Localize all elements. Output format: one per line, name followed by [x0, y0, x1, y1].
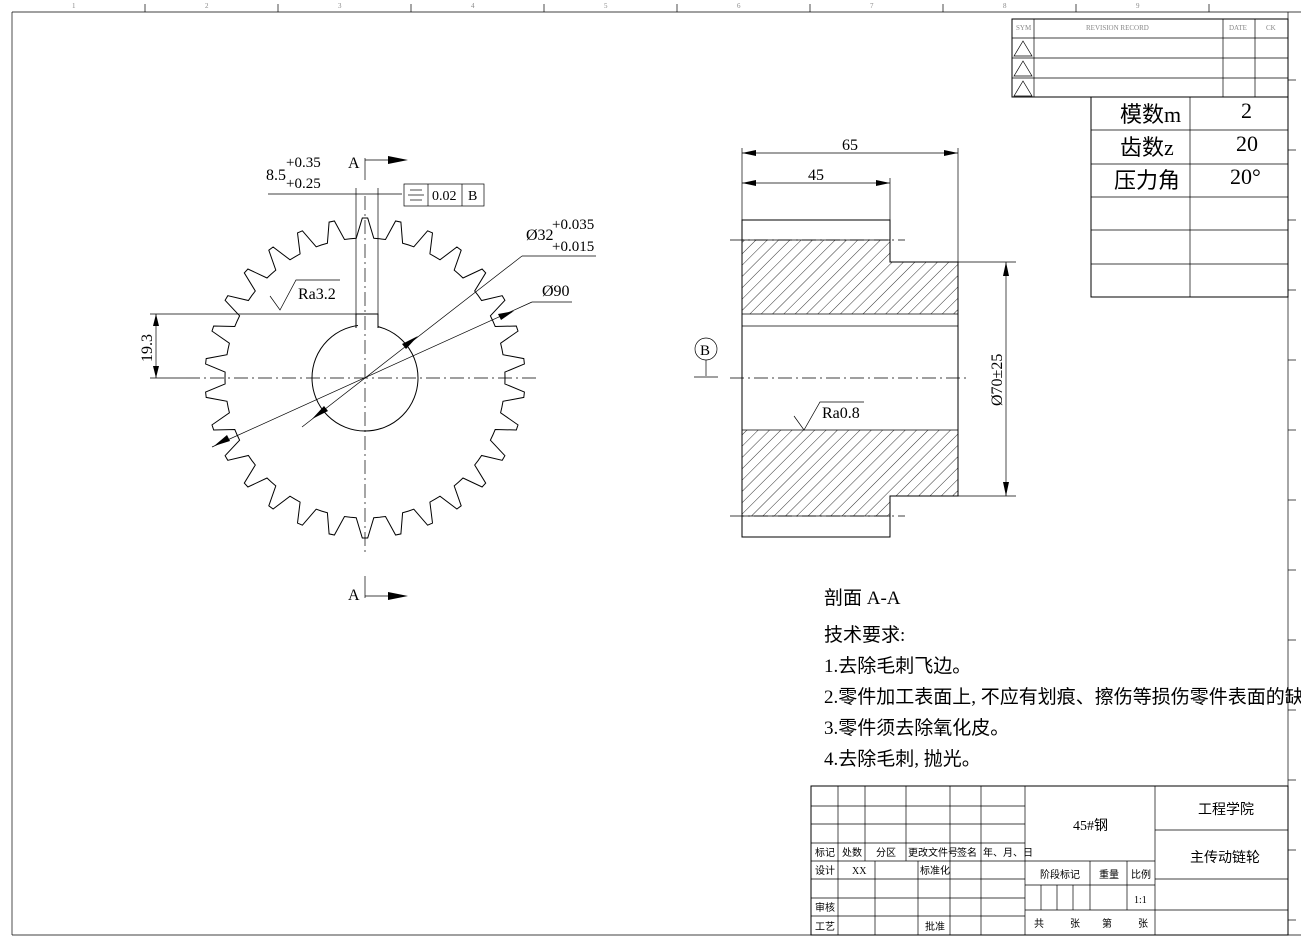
ruler-col-8: 8: [1003, 2, 1007, 10]
param-pressure-angle-value: 20°: [1230, 164, 1261, 189]
col-zone: 分区: [876, 847, 896, 859]
section-aa-label: 剖面 A-A: [824, 587, 901, 609]
note-item-4: 4.去除毛刺, 抛光。: [824, 748, 981, 770]
notes-title: 技术要求:: [824, 624, 905, 646]
roughness-front: Ra3.2: [298, 286, 336, 303]
revision-triangle-icon: [1013, 60, 1033, 77]
section-arrow-bottom-icon: [388, 592, 408, 600]
revision-header-ck: CK: [1266, 24, 1276, 32]
col-sign: 签名: [957, 846, 977, 859]
ruler-col-5: 5: [604, 2, 608, 10]
col-doc: 更改文件号: [908, 846, 958, 859]
hub-dim: Ø70±25: [989, 354, 1006, 406]
row-process: 工艺: [815, 921, 835, 933]
datum-b-label: B: [700, 343, 710, 359]
row-designer: XX: [852, 866, 867, 877]
revision-header-sym: SYM: [1016, 24, 1032, 32]
outer-dim: Ø90: [542, 283, 570, 300]
ruler-col-1: 1: [72, 2, 76, 10]
row-approve: 批准: [925, 920, 945, 933]
row-review: 审核: [815, 901, 835, 914]
symmetry-tol-value: 0.02: [432, 189, 457, 204]
ruler-col-9: 9: [1136, 2, 1140, 10]
keyway-width-dim: 8.5: [266, 167, 286, 184]
param-module-value: 2: [1241, 98, 1252, 123]
ruler-col-7: 7: [870, 2, 874, 10]
section-arrow-top-icon: [388, 156, 408, 164]
scale-label: 比例: [1131, 868, 1151, 881]
param-teeth-label: 齿数z: [1120, 135, 1174, 160]
keyway-width-tol-lower: +0.25: [286, 176, 321, 192]
note-item-1: 1.去除毛刺飞边。: [824, 655, 971, 677]
title-school: 工程学院: [1198, 802, 1254, 818]
revision-record-table: SYM REVISION RECORD DATE CK: [1011, 18, 1289, 98]
bore-tol-upper: +0.035: [552, 217, 594, 233]
revision-triangle-icon: [1013, 80, 1033, 97]
title-material: 45#钢: [1073, 818, 1108, 834]
gear-front-view: A A 8.5 +0.35 +0.25 0.02 B Ø32 +0.035 +0…: [139, 155, 596, 604]
row-standard: 标准化: [920, 864, 950, 877]
scale-value: 1:1: [1134, 895, 1147, 906]
bore-dim: Ø32: [526, 227, 554, 244]
section-label-top: A: [348, 155, 360, 172]
keyway-outline: [355, 313, 379, 328]
param-module-label: 模数m: [1120, 102, 1181, 127]
revision-header-date: DATE: [1229, 24, 1247, 32]
width-total-dim: 65: [842, 137, 858, 154]
keyway-slot: [358, 314, 378, 334]
row-design: 设计: [815, 864, 835, 877]
ruler-col-3: 3: [338, 2, 342, 10]
sheet-unit-2: 张: [1138, 918, 1148, 930]
revision-triangle-icon: [1013, 40, 1033, 57]
keyway-depth-dim: 19.3: [139, 334, 156, 362]
col-mark: 标记: [815, 847, 835, 859]
revision-header-title: REVISION RECORD: [1086, 24, 1149, 32]
roughness-side: Ra0.8: [822, 405, 860, 422]
weight-label: 重量: [1099, 868, 1119, 881]
ruler-col-4: 4: [471, 2, 475, 10]
bore-tol-lower: +0.015: [552, 239, 594, 255]
gear-teeth-outline: [205, 217, 525, 539]
symmetry-icon: [408, 189, 424, 201]
param-pressure-angle-label: 压力角: [1114, 168, 1180, 193]
drawing-frame: 1 2 3 4 5 6 7 8 9: [11, 2, 1301, 936]
gear-parameter-table: 模数m 2 齿数z 20 压力角 20°: [1090, 96, 1289, 298]
col-count: 处数: [842, 846, 862, 859]
param-teeth-value: 20: [1236, 131, 1258, 156]
ruler-col-6: 6: [737, 2, 741, 10]
keyway-width-tol-upper: +0.35: [286, 155, 321, 171]
roughness-side-icon: [793, 401, 864, 431]
stage-label: 阶段标记: [1040, 868, 1080, 881]
width-rim-dim: 45: [808, 167, 824, 184]
title-part-name: 主传动链轮: [1190, 850, 1260, 866]
gear-side-view: 65 45 Ø70±25 B Ra0.8: [694, 137, 1016, 538]
note-item-3: 3.零件须去除氧化皮。: [824, 717, 1009, 739]
roughness-icon: [269, 279, 340, 311]
sheet-total: 共: [1034, 918, 1044, 930]
title-block: 45#钢 工程学院 主传动链轮 标记 处数 分区 更改文件号 签名 年、月、日 …: [810, 785, 1289, 936]
note-item-2: 2.零件加工表面上, 不应有划痕、擦伤等损伤零件表面的缺陷。: [824, 686, 1301, 708]
col-date: 年、月、日: [983, 846, 1033, 859]
sheet-page: 第: [1102, 917, 1112, 930]
section-label-bottom: A: [348, 587, 360, 604]
sheet-unit-1: 张: [1070, 918, 1080, 930]
symmetry-datum: B: [468, 189, 477, 204]
ruler-col-2: 2: [205, 2, 209, 10]
